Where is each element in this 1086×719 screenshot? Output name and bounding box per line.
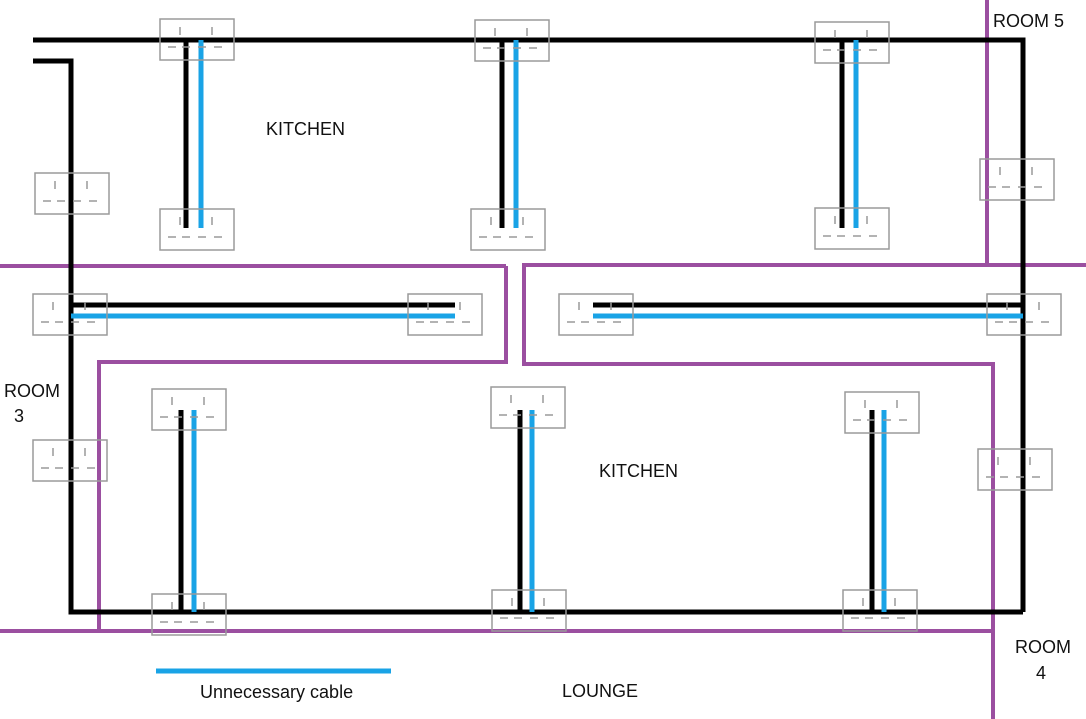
socket bbox=[490, 386, 566, 429]
room3-label-line1: ROOM bbox=[4, 381, 60, 401]
unnecessary-cables bbox=[71, 40, 1023, 674]
room3-label-line2: 3 bbox=[14, 406, 25, 426]
socket bbox=[474, 19, 550, 62]
socket bbox=[814, 21, 890, 64]
socket bbox=[34, 172, 110, 215]
socket bbox=[407, 293, 483, 336]
socket bbox=[844, 391, 920, 434]
socket bbox=[151, 593, 227, 636]
kitchen-top-label: KITCHEN bbox=[266, 119, 346, 139]
lounge-label: LOUNGE bbox=[562, 681, 639, 701]
socket bbox=[491, 589, 567, 632]
socket bbox=[979, 158, 1055, 201]
socket bbox=[159, 208, 235, 251]
socket bbox=[558, 293, 634, 336]
ring-main-return bbox=[33, 58, 1023, 615]
ring-main-outer bbox=[33, 37, 1026, 612]
socket bbox=[470, 208, 546, 251]
room5-label: ROOM 5 bbox=[993, 11, 1065, 31]
socket bbox=[151, 388, 227, 431]
corridor-left-boundary bbox=[97, 266, 508, 632]
socket bbox=[977, 448, 1053, 491]
corridor-right-boundary bbox=[522, 263, 1086, 719]
room4-label-line1: ROOM bbox=[1015, 637, 1071, 657]
sockets bbox=[32, 18, 1062, 636]
ring-cable bbox=[33, 37, 1026, 615]
socket bbox=[32, 439, 108, 482]
socket bbox=[814, 207, 890, 250]
socket bbox=[986, 293, 1062, 336]
socket bbox=[842, 589, 918, 632]
kitchen-bottom-label: KITCHEN bbox=[599, 461, 679, 481]
room4-label-line2: 4 bbox=[1036, 663, 1047, 683]
socket bbox=[32, 293, 108, 336]
socket bbox=[159, 18, 235, 61]
legend-label: Unnecessary cable bbox=[200, 682, 354, 702]
